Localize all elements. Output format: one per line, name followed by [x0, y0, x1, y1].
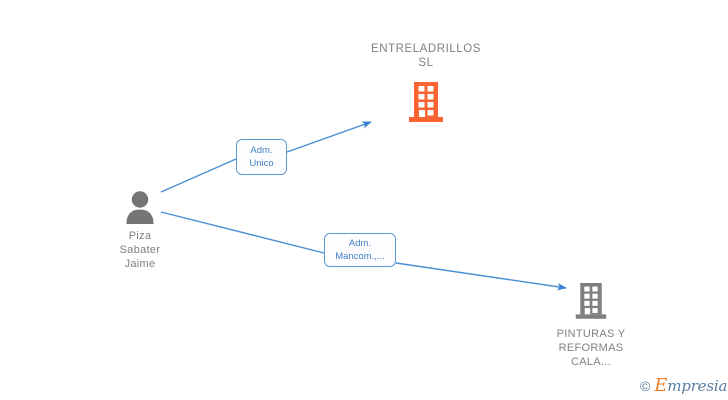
empresia-logo-rest: mpresia: [667, 377, 728, 395]
building-icon: [409, 81, 443, 122]
person-icon: [126, 191, 154, 224]
edge-label-adm-mancom[interactable]: Adm. Mancom.,...: [324, 233, 396, 267]
empresia-logo-initial: E: [654, 375, 668, 396]
edge-adm-unico: [160, 121, 372, 193]
empresia-watermark: © Empresia: [640, 377, 727, 395]
node-label-entreladrillos: ENTRELADRILLOS SL: [371, 43, 481, 70]
edge-adm-mancom: [160, 211, 567, 291]
edge-label-adm-unico[interactable]: Adm. Unico: [236, 139, 287, 175]
empresia-logo: Empresia: [654, 377, 727, 395]
node-label-persona: Piza Sabater Jaime: [119, 230, 161, 270]
node-company-pinturas-y-reformas[interactable]: PINTURAS Y REFORMAS CALA...: [524, 280, 658, 369]
copyright-icon: ©: [640, 378, 651, 394]
node-label-pinturas: PINTURAS Y REFORMAS CALA...: [556, 328, 626, 368]
node-person-piza-sabater-jaime[interactable]: Piza Sabater Jaime: [92, 190, 188, 271]
building-icon: [575, 283, 607, 319]
node-company-entreladrillos[interactable]: ENTRELADRILLOS SL: [343, 42, 509, 123]
